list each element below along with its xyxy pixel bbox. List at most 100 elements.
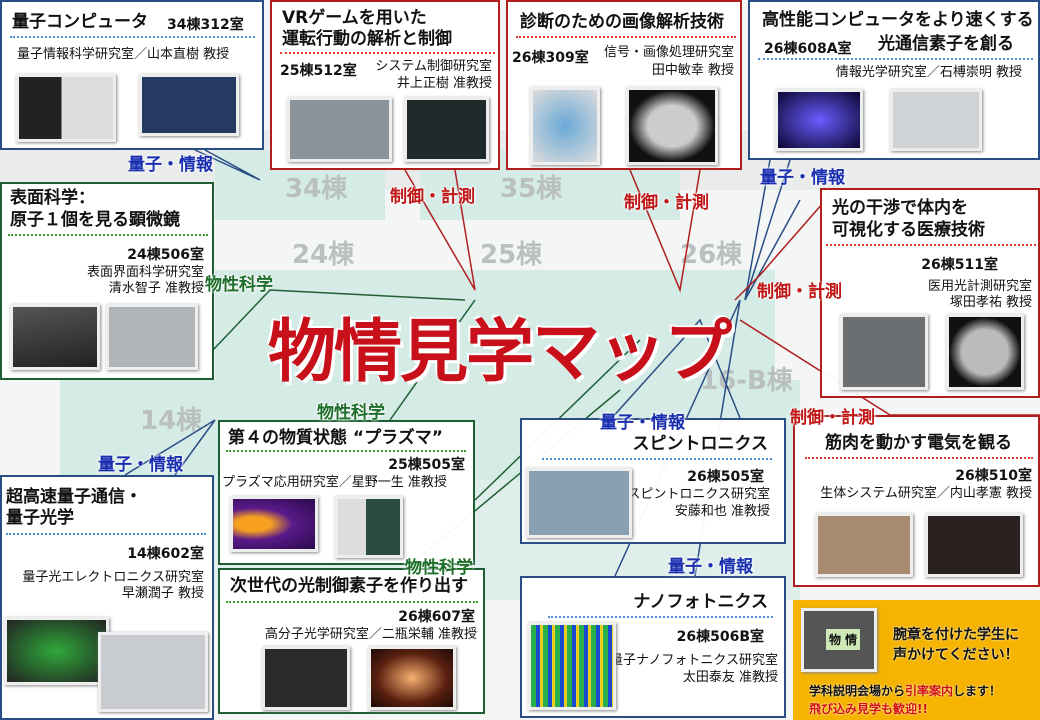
notice-guide: 学科説明会場から引率案内します！ — [809, 682, 1001, 699]
panel-spintronics[interactable]: スピントロニクス 26棟505室 スピントロニクス研究室 安藤和也 准教授 — [520, 418, 786, 544]
notice-highlight: 引率案内 — [905, 684, 954, 698]
photo — [10, 304, 100, 370]
lab-name: 量子情報科学研究室／山本直樹 教授 — [17, 47, 230, 62]
photo — [287, 97, 392, 162]
lab-name: 量子ナノフォトニクス研究室 — [610, 653, 778, 668]
building-label: 26棟 — [680, 240, 743, 270]
panel-surface-science[interactable]: 表面科学： 原子１個を見る顕微鏡 24棟506室 表面界面科学研究室 清水智子 … — [0, 182, 214, 380]
room-number: 26棟608A室 — [764, 41, 852, 57]
professor-name: 清水智子 准教授 — [108, 281, 204, 296]
photo — [262, 646, 350, 710]
room-number: 26棟607室 — [398, 609, 475, 625]
panel-title: スピントロニクス — [632, 434, 769, 454]
photo — [815, 513, 913, 577]
notice-welcome: 飛び込み見学も歓迎!! — [809, 702, 928, 716]
photo — [626, 87, 718, 165]
notice-text: 声かけてください！ — [893, 647, 1019, 663]
panel-image-diagnosis[interactable]: 診断のための画像解析技術 26棟309室 信号・画像処理研究室 田中敏幸 教授 — [506, 0, 742, 170]
lab-name: 高分子光学研究室／二瓶栄輔 准教授 — [264, 627, 477, 642]
panel-quantum-computer[interactable]: 量子コンピュータ 34棟312室 量子情報科学研究室／山本直樹 教授 — [0, 0, 264, 150]
photo — [139, 74, 239, 136]
photo — [775, 89, 863, 151]
room-number: 34棟312室 — [167, 17, 244, 33]
room-number: 24棟506室 — [127, 247, 204, 263]
photo — [925, 513, 1023, 577]
photo — [106, 304, 198, 370]
professor-name: 太田泰友 准教授 — [682, 670, 778, 685]
lab-name: 医用光計測研究室 — [927, 279, 1032, 294]
panel-plasma[interactable]: 第４の物質状態 “プラズマ” 25棟505室 プラズマ応用研究室／星野一生 准教… — [218, 420, 475, 565]
professor-name: 塚田孝祐 教授 — [949, 295, 1032, 310]
panel-title: 次世代の光制御素子を作り出す — [230, 576, 468, 596]
photo — [16, 74, 116, 142]
panel-vr-driving[interactable]: VRゲームを用いた 運転行動の解析と制御 25棟512室 システム制御研究室 井… — [270, 0, 500, 170]
panel-muscle-electricity[interactable]: 筋肉を動かす電気を観る 26棟510室 生体システム研究室／内山孝憲 教授 — [793, 415, 1040, 587]
photo — [98, 632, 208, 712]
notice-box: 物 情 腕章を付けた学生に 声かけてください！ 学科説明会場から引率案内します！… — [793, 600, 1040, 720]
category-label-quantum: 量子・情報 — [760, 168, 845, 188]
panel-nanophotonics[interactable]: ナノフォトニクス 26棟506B室 量子ナノフォトニクス研究室 太田泰友 准教授 — [520, 576, 786, 718]
building-label: 16-B棟 — [700, 366, 793, 396]
photo — [840, 314, 928, 390]
lab-name: プラズマ応用研究室／星野一生 准教授 — [222, 475, 447, 490]
professor-name: 井上正樹 准教授 — [396, 76, 492, 91]
panel-title: 量子コンピュータ — [12, 12, 148, 32]
category-label-material: 物性科学 — [317, 403, 385, 423]
room-number: 26棟309室 — [512, 50, 589, 66]
panel-title: 量子光学 — [6, 508, 74, 528]
notice-text: 腕章を付けた学生に — [893, 627, 1019, 643]
panel-quantum-communication[interactable]: 超高速量子通信・ 量子光学 14棟602室 量子光エレクトロニクス研究室 早瀬潤… — [0, 475, 214, 720]
lab-name: 信号・画像処理研究室 — [603, 45, 734, 60]
panel-optical-interconnect[interactable]: 高性能コンピュータをより速くする 26棟608A室 光通信素子を創る 情報光学研… — [748, 0, 1040, 160]
professor-name: 安藤和也 准教授 — [674, 504, 770, 519]
photo — [530, 87, 600, 165]
photo — [230, 496, 318, 552]
room-number: 26棟510室 — [955, 468, 1032, 484]
panel-title: ナノフォトニクス — [633, 592, 768, 612]
photo — [368, 646, 456, 710]
lab-name: 生体システム研究室／内山孝憲 教授 — [820, 486, 1032, 501]
photo — [335, 496, 403, 558]
panel-title: 第４の物質状態 “プラズマ” — [228, 428, 443, 448]
lab-name: 表面界面科学研究室 — [86, 265, 204, 280]
room-number: 26棟506B室 — [676, 629, 764, 645]
building-24-26 — [215, 270, 775, 380]
room-number: 14棟602室 — [127, 546, 204, 562]
panel-title: 診断のための画像解析技術 — [520, 12, 724, 32]
panel-title: 表面科学： — [10, 188, 95, 208]
professor-name: 田中敏幸 教授 — [651, 63, 734, 78]
category-label-quantum: 量子・情報 — [128, 155, 213, 175]
room-number: 26棟511室 — [921, 257, 998, 273]
category-label-control: 制御・計測 — [624, 193, 709, 213]
building-label: 34棟 — [285, 174, 348, 204]
category-label-material: 物性科学 — [405, 558, 473, 578]
lab-name: システム制御研究室 — [375, 59, 492, 74]
building-label: 14棟 — [140, 406, 203, 436]
room-number: 25棟512室 — [280, 63, 357, 79]
panel-optical-control-device[interactable]: 次世代の光制御素子を作り出す 26棟607室 高分子光学研究室／二瓶栄輔 准教授 — [218, 568, 485, 714]
photo — [404, 97, 489, 162]
panel-title: 光通信素子を創る — [878, 34, 1014, 54]
photo — [946, 314, 1024, 390]
photo — [4, 617, 109, 685]
panel-title: 可視化する医療技術 — [832, 220, 985, 240]
lab-name: スピントロニクス研究室 — [627, 487, 770, 502]
lab-name: 量子光エレクトロニクス研究室 — [22, 570, 204, 585]
notice-text: します！ — [953, 684, 1002, 698]
photo — [528, 622, 616, 710]
photo — [890, 89, 982, 151]
map-title: 物情見学マップ — [268, 313, 732, 392]
building-label: 35棟 — [500, 174, 563, 204]
building-label: 25棟 — [480, 240, 543, 270]
lab-name: 情報光学研究室／石榑崇明 教授 — [835, 65, 1022, 80]
panel-optical-imaging[interactable]: 光の干渉で体内を 可視化する医療技術 26棟511室 医用光計測研究室 塚田孝祐… — [820, 188, 1040, 398]
panel-title: 超高速量子通信・ — [6, 487, 142, 507]
panel-title: 筋肉を動かす電気を観る — [825, 433, 1012, 453]
panel-title: VRゲームを用いた — [282, 8, 427, 28]
panel-title: 光の干渉で体内を — [832, 198, 968, 218]
armband-text: 物 情 — [826, 629, 861, 650]
photo — [526, 468, 632, 538]
category-label-control: 制御・計測 — [757, 282, 842, 302]
notice-text: 学科説明会場から — [809, 684, 906, 698]
building-label: 24棟 — [292, 240, 355, 270]
